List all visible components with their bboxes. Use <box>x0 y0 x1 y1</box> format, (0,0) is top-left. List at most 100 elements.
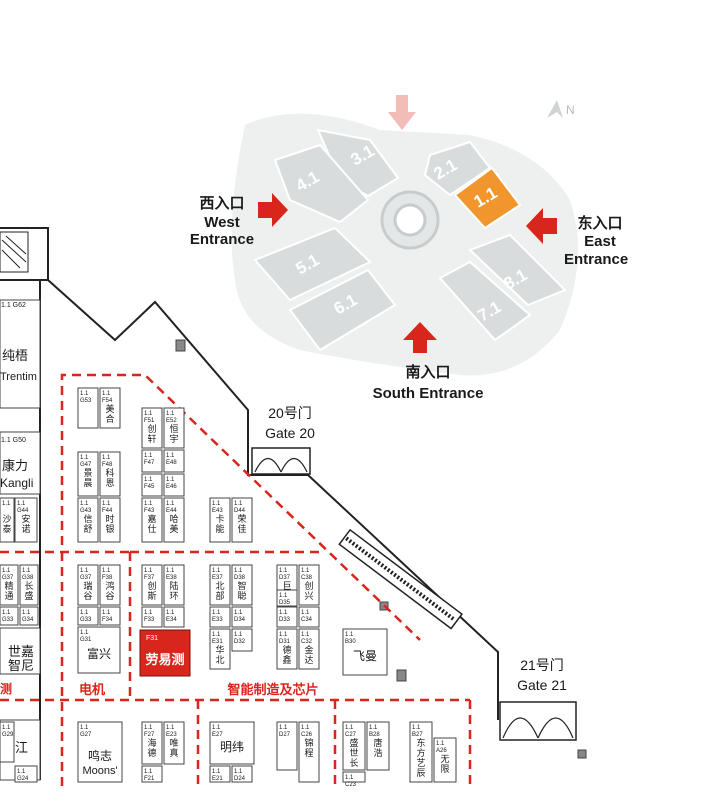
south-entrance-en: South Entrance <box>373 385 484 402</box>
svg-text:1.1: 1.1 <box>212 632 221 638</box>
svg-text:D33: D33 <box>279 617 291 623</box>
svg-text:G33: G33 <box>2 617 14 623</box>
svg-text:F33: F33 <box>144 617 155 623</box>
svg-text:鑫: 鑫 <box>282 654 291 665</box>
svg-text:巨: 巨 <box>282 581 291 591</box>
svg-text:1.1: 1.1 <box>22 568 31 574</box>
svg-text:1.1: 1.1 <box>234 610 243 616</box>
svg-text:唯: 唯 <box>169 738 178 748</box>
svg-text:E52: E52 <box>166 418 177 424</box>
svg-text:G47: G47 <box>80 462 92 468</box>
south-entrance-cn: 南入口 <box>405 363 450 381</box>
west-entrance-cn: 西入口 <box>199 195 244 212</box>
booth-h44[interactable]: 1.1沙泰 <box>0 497 15 543</box>
north-arrow-icon <box>547 100 563 118</box>
svg-text:1.1: 1.1 <box>2 610 11 616</box>
svg-text:1.1: 1.1 <box>144 610 153 616</box>
svg-text:1.1: 1.1 <box>80 391 89 397</box>
svg-text:D35: D35 <box>279 600 291 606</box>
gate-20-cn: 20号门 <box>268 405 312 421</box>
svg-text:浩: 浩 <box>373 747 382 758</box>
svg-text:沙: 沙 <box>2 514 11 524</box>
highlight-booth[interactable]: F31 劳易测 <box>139 629 191 677</box>
svg-text:1.1: 1.1 <box>234 501 243 507</box>
svg-text:1.1: 1.1 <box>102 610 111 616</box>
booth-trentim: Trentim <box>0 371 37 383</box>
highlight-booth-name: 劳易测 <box>145 652 184 667</box>
svg-text:德: 德 <box>282 644 291 655</box>
svg-text:斯: 斯 <box>147 590 156 601</box>
svg-text:轩: 轩 <box>147 433 156 444</box>
svg-text:美: 美 <box>105 403 114 414</box>
svg-text:银: 银 <box>105 523 114 534</box>
svg-text:E48: E48 <box>166 460 177 466</box>
zone-label-left-partial: 测 <box>0 681 12 696</box>
south-entrance-arrow-icon <box>403 322 437 353</box>
svg-text:鸿: 鸿 <box>105 580 114 591</box>
svg-text:部: 部 <box>215 590 224 601</box>
svg-text:1.1: 1.1 <box>80 630 89 636</box>
svg-text:F38: F38 <box>102 575 113 581</box>
svg-text:美: 美 <box>169 523 178 534</box>
